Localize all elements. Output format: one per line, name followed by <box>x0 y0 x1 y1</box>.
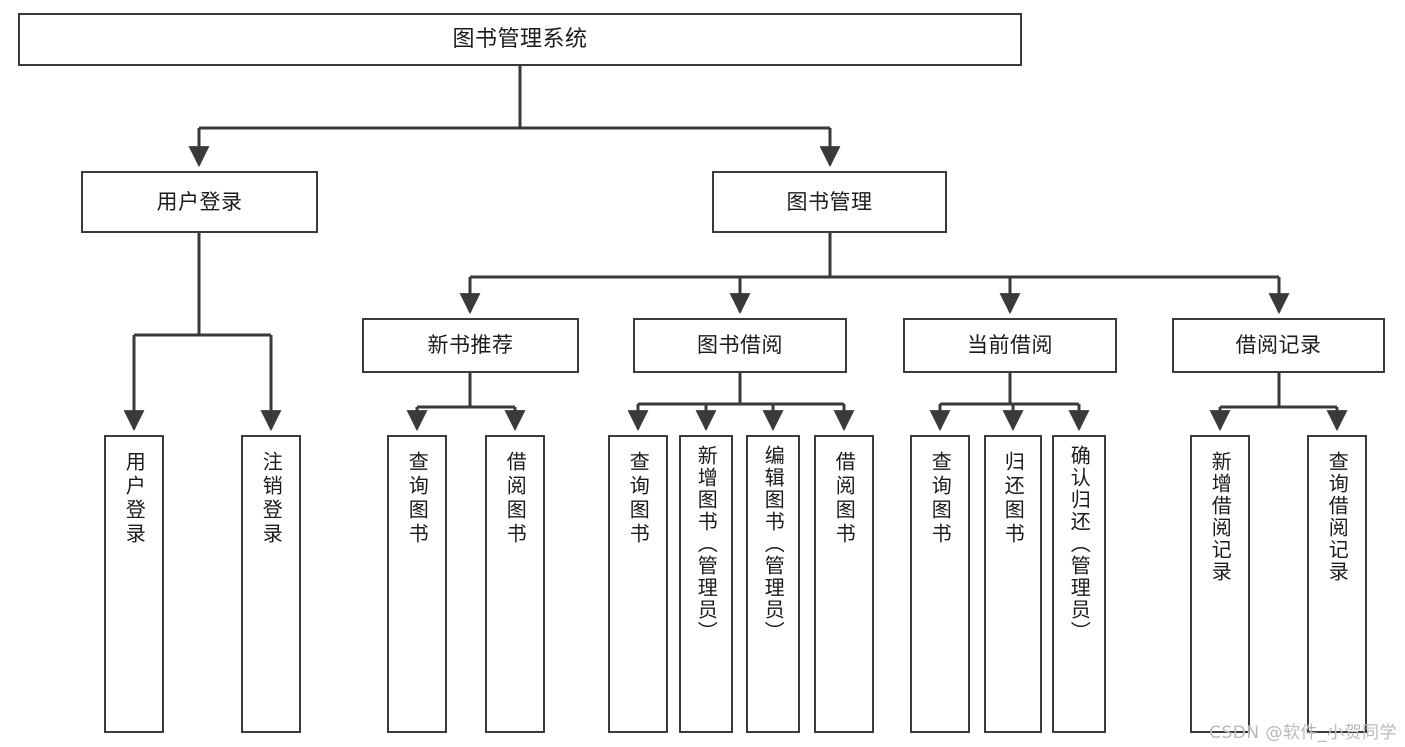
node-new-book-recommend-label: 新书推荐 <box>427 333 514 358</box>
node-current-borrow-label: 当前借阅 <box>967 333 1053 358</box>
node-book-management-label: 图书管理 <box>786 189 873 214</box>
node-root-label: 图书管理系统 <box>452 26 588 52</box>
node-leaf-query-record[interactable]: 查询借阅记录 <box>1307 435 1367 733</box>
node-leaf-user-login-label: 用户登录 <box>122 451 147 547</box>
node-leaf-return-book[interactable]: 归还图书 <box>984 435 1042 733</box>
node-leaf-user-logout-label: 注销登录 <box>259 451 284 547</box>
node-leaf-add-record[interactable]: 新增借阅记录 <box>1190 435 1250 733</box>
node-leaf-query-book-3[interactable]: 查询图书 <box>910 435 970 733</box>
node-leaf-query-book-2-label: 查询图书 <box>626 451 651 547</box>
node-leaf-query-book-1[interactable]: 查询图书 <box>387 435 447 733</box>
node-book-borrow[interactable]: 图书借阅 <box>633 318 847 373</box>
node-leaf-user-login[interactable]: 用户登录 <box>104 435 164 733</box>
node-user-login-label: 用户登录 <box>156 189 243 214</box>
node-leaf-add-book[interactable]: 新增图书（管理员） <box>679 435 733 733</box>
node-leaf-user-logout[interactable]: 注销登录 <box>241 435 301 733</box>
node-leaf-borrow-book-1-label: 借阅图书 <box>503 451 528 547</box>
node-leaf-borrow-book-2-label: 借阅图书 <box>832 451 857 547</box>
node-borrow-record-label: 借阅记录 <box>1235 333 1322 358</box>
node-book-borrow-label: 图书借阅 <box>697 333 783 358</box>
node-leaf-query-book-3-label: 查询图书 <box>928 451 953 547</box>
node-leaf-query-book-1-label: 查询图书 <box>405 451 430 547</box>
node-leaf-add-book-label: 新增图书（管理员） <box>694 445 719 643</box>
node-book-management[interactable]: 图书管理 <box>712 171 947 233</box>
node-user-login[interactable]: 用户登录 <box>81 171 318 233</box>
node-leaf-borrow-book-2[interactable]: 借阅图书 <box>814 435 874 733</box>
node-leaf-query-book-2[interactable]: 查询图书 <box>608 435 668 733</box>
node-leaf-edit-book-label: 编辑图书（管理员） <box>761 445 786 643</box>
node-leaf-add-record-label: 新增借阅记录 <box>1208 451 1233 583</box>
node-current-borrow[interactable]: 当前借阅 <box>903 318 1117 373</box>
watermark: CSDN @软件_小贺同学 <box>1209 723 1397 743</box>
node-new-book-recommend[interactable]: 新书推荐 <box>362 318 579 373</box>
node-leaf-borrow-book-1[interactable]: 借阅图书 <box>485 435 545 733</box>
node-leaf-confirm-return-label: 确认归还（管理员） <box>1067 445 1092 643</box>
node-leaf-edit-book[interactable]: 编辑图书（管理员） <box>746 435 800 733</box>
node-leaf-query-record-label: 查询借阅记录 <box>1325 451 1350 583</box>
node-leaf-return-book-label: 归还图书 <box>1001 451 1026 547</box>
node-borrow-record[interactable]: 借阅记录 <box>1172 318 1385 373</box>
node-leaf-confirm-return[interactable]: 确认归还（管理员） <box>1052 435 1106 733</box>
node-root[interactable]: 图书管理系统 <box>18 13 1022 66</box>
